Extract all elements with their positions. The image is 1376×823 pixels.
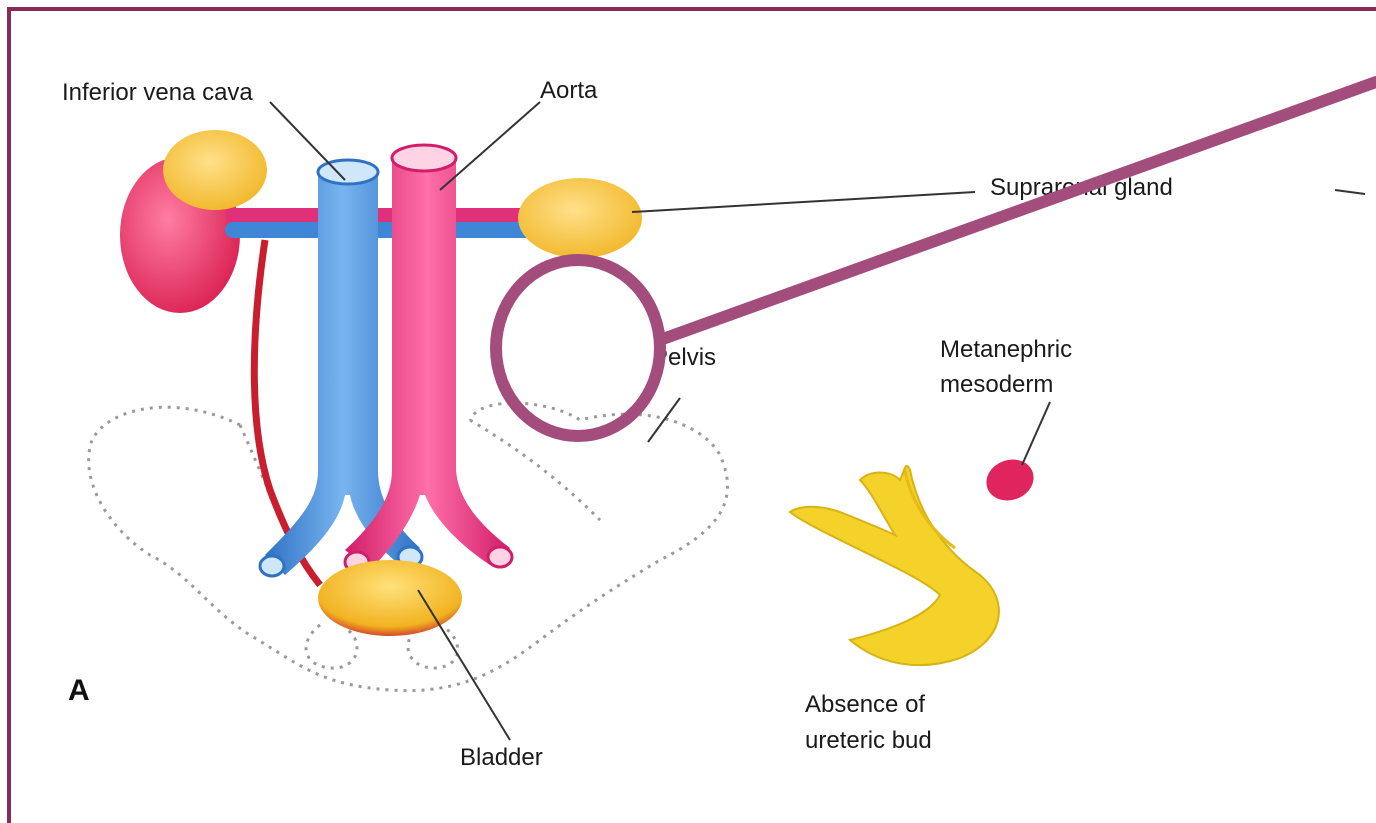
label-absence-line1: Absence of bbox=[805, 691, 925, 718]
metanephric-mesoderm-blob bbox=[981, 453, 1040, 507]
leader-bladder bbox=[418, 590, 510, 740]
renal-artery bbox=[225, 208, 545, 222]
leader-metanephric bbox=[1022, 402, 1050, 465]
label-inferior-vena-cava: Inferior vena cava bbox=[62, 79, 253, 106]
left-suprarenal-gland bbox=[163, 130, 267, 210]
label-metanephric-line2: mesoderm bbox=[940, 371, 1053, 398]
label-bladder: Bladder bbox=[460, 744, 543, 771]
label-metanephric-line1: Metanephric bbox=[940, 336, 1072, 363]
bladder-organ bbox=[318, 560, 462, 636]
leader-aorta bbox=[440, 102, 540, 190]
leader-suprarenal bbox=[632, 192, 975, 212]
highlight-callout bbox=[496, 82, 1376, 436]
ureteric-bud-shape bbox=[790, 466, 999, 665]
leader-pelvis bbox=[648, 398, 680, 442]
leader-ivc bbox=[270, 102, 345, 180]
label-absence-line2: ureteric bud bbox=[805, 727, 932, 754]
artery-end-right bbox=[488, 547, 512, 567]
panel-letter: A bbox=[68, 674, 90, 707]
leader-suprarenal-tail bbox=[1335, 190, 1365, 194]
callout-line bbox=[660, 82, 1376, 340]
label-aorta: Aorta bbox=[540, 77, 598, 104]
highlight-circle bbox=[496, 260, 660, 436]
right-suprarenal-gland bbox=[518, 178, 642, 258]
vein-end-left bbox=[260, 556, 284, 576]
renal-vein bbox=[225, 222, 545, 238]
